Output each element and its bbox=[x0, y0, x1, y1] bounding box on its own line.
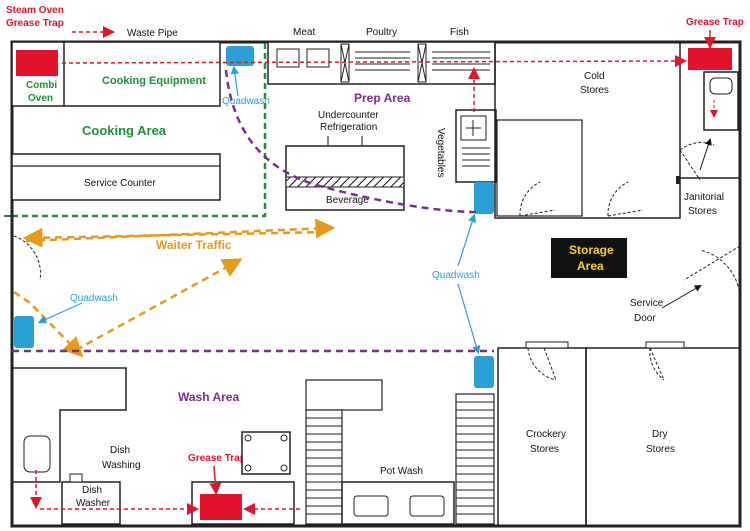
waste-pipes bbox=[30, 55, 687, 515]
wash-area-label: Wash Area bbox=[178, 390, 239, 404]
dish-washing-sink bbox=[23, 435, 51, 473]
grease-trap-bottom-label: Grease Trap bbox=[188, 453, 246, 464]
undercounter-label-2: Refrigeration bbox=[320, 122, 377, 133]
janitorial-label-2: Stores bbox=[688, 206, 717, 217]
poultry-label: Poultry bbox=[366, 27, 397, 38]
undercounter-label-1: Undercounter bbox=[318, 110, 379, 121]
pot-wash-rack-left bbox=[305, 409, 343, 525]
vegetables-label: Vegetables bbox=[435, 128, 446, 178]
quadwash-wash bbox=[474, 356, 494, 388]
fish-board bbox=[432, 51, 490, 71]
crockery-stores-label-2: Stores bbox=[530, 444, 559, 455]
quadwash-left bbox=[14, 316, 34, 348]
beverage-label: Beverage bbox=[326, 195, 369, 206]
combi-oven-label-1: Combi bbox=[26, 80, 57, 91]
grease-trap-top-label: Grease Trap bbox=[686, 17, 744, 28]
dish-washing-counter bbox=[12, 367, 127, 483]
pot-wash-sink-2 bbox=[409, 495, 445, 517]
quadwash-prep bbox=[474, 182, 494, 214]
pot-wash-rack-right bbox=[455, 393, 495, 525]
left-door bbox=[13, 235, 41, 281]
service-door-label-2: Door bbox=[634, 313, 656, 324]
pot-wash-label: Pot Wash bbox=[380, 466, 423, 477]
cooking-area-label: Cooking Area bbox=[82, 123, 167, 138]
grease-trap-top bbox=[688, 48, 732, 70]
service-door bbox=[683, 245, 741, 297]
dish-washing-label-1: Dish bbox=[110, 445, 130, 456]
legend-equipment-label-line2: Grease Trap bbox=[6, 18, 64, 29]
cold-stores-label-2: Stores bbox=[580, 85, 609, 96]
service-counter-label: Service Counter bbox=[84, 178, 156, 189]
cold-store-door-1 bbox=[519, 181, 556, 217]
grease-trap-bottom bbox=[200, 494, 242, 520]
combi-oven-grease-trap bbox=[16, 50, 58, 76]
legend-waste-pipe-label: Waste Pipe bbox=[127, 28, 178, 39]
waiter-traffic-path bbox=[13, 218, 336, 358]
prep-counter bbox=[267, 41, 496, 85]
waiter-traffic-label: Waiter Traffic bbox=[156, 238, 232, 252]
cold-stores-room bbox=[494, 41, 681, 219]
combi-oven-label-2: Oven bbox=[28, 93, 53, 104]
dish-washer-label-1: Dish bbox=[82, 485, 102, 496]
cold-store-door-2 bbox=[607, 181, 644, 217]
quadwash-left-label: Quadwash bbox=[70, 293, 118, 304]
crockery-door bbox=[527, 344, 566, 381]
beverage-hatch bbox=[285, 176, 405, 188]
poultry-board bbox=[355, 51, 410, 71]
dry-stores-label-1: Dry bbox=[652, 429, 668, 440]
storage-area-label-1: Storage bbox=[569, 243, 614, 257]
storage-area-badge bbox=[551, 238, 627, 278]
cooking-equipment-label: Cooking Equipment bbox=[102, 75, 206, 87]
janitorial-label-1: Janitorial bbox=[684, 192, 724, 203]
crockery-stores-label-1: Crockery bbox=[526, 429, 566, 440]
service-door-label-1: Service bbox=[630, 298, 664, 309]
legend-equipment-label-line1: Steam Oven bbox=[6, 5, 64, 16]
dish-washing-label-2: Washing bbox=[102, 460, 141, 471]
meat-label: Meat bbox=[293, 27, 315, 38]
pot-wash-sink-1 bbox=[353, 495, 389, 517]
prep-area-label: Prep Area bbox=[354, 91, 411, 105]
cooking-zone-boundary bbox=[12, 42, 267, 218]
fish-label: Fish bbox=[450, 27, 469, 38]
quadwash-mid-label: Quadwash bbox=[432, 270, 480, 281]
storage-area-label-2: Area bbox=[577, 259, 604, 273]
prep-zone-boundary bbox=[224, 69, 477, 214]
dish-washer-label-2: Washer bbox=[76, 498, 111, 509]
legend: Steam Oven Grease Trap Waste Pipe bbox=[6, 5, 178, 39]
quadwash-top bbox=[226, 46, 254, 66]
dry-stores-label-2: Stores bbox=[646, 444, 675, 455]
cold-stores-label-1: Cold bbox=[584, 71, 605, 82]
dish-washer bbox=[61, 481, 121, 525]
service-counter bbox=[11, 153, 221, 201]
quadwash-top-label: Quadwash bbox=[222, 96, 270, 107]
dry-stores-door bbox=[649, 347, 665, 381]
